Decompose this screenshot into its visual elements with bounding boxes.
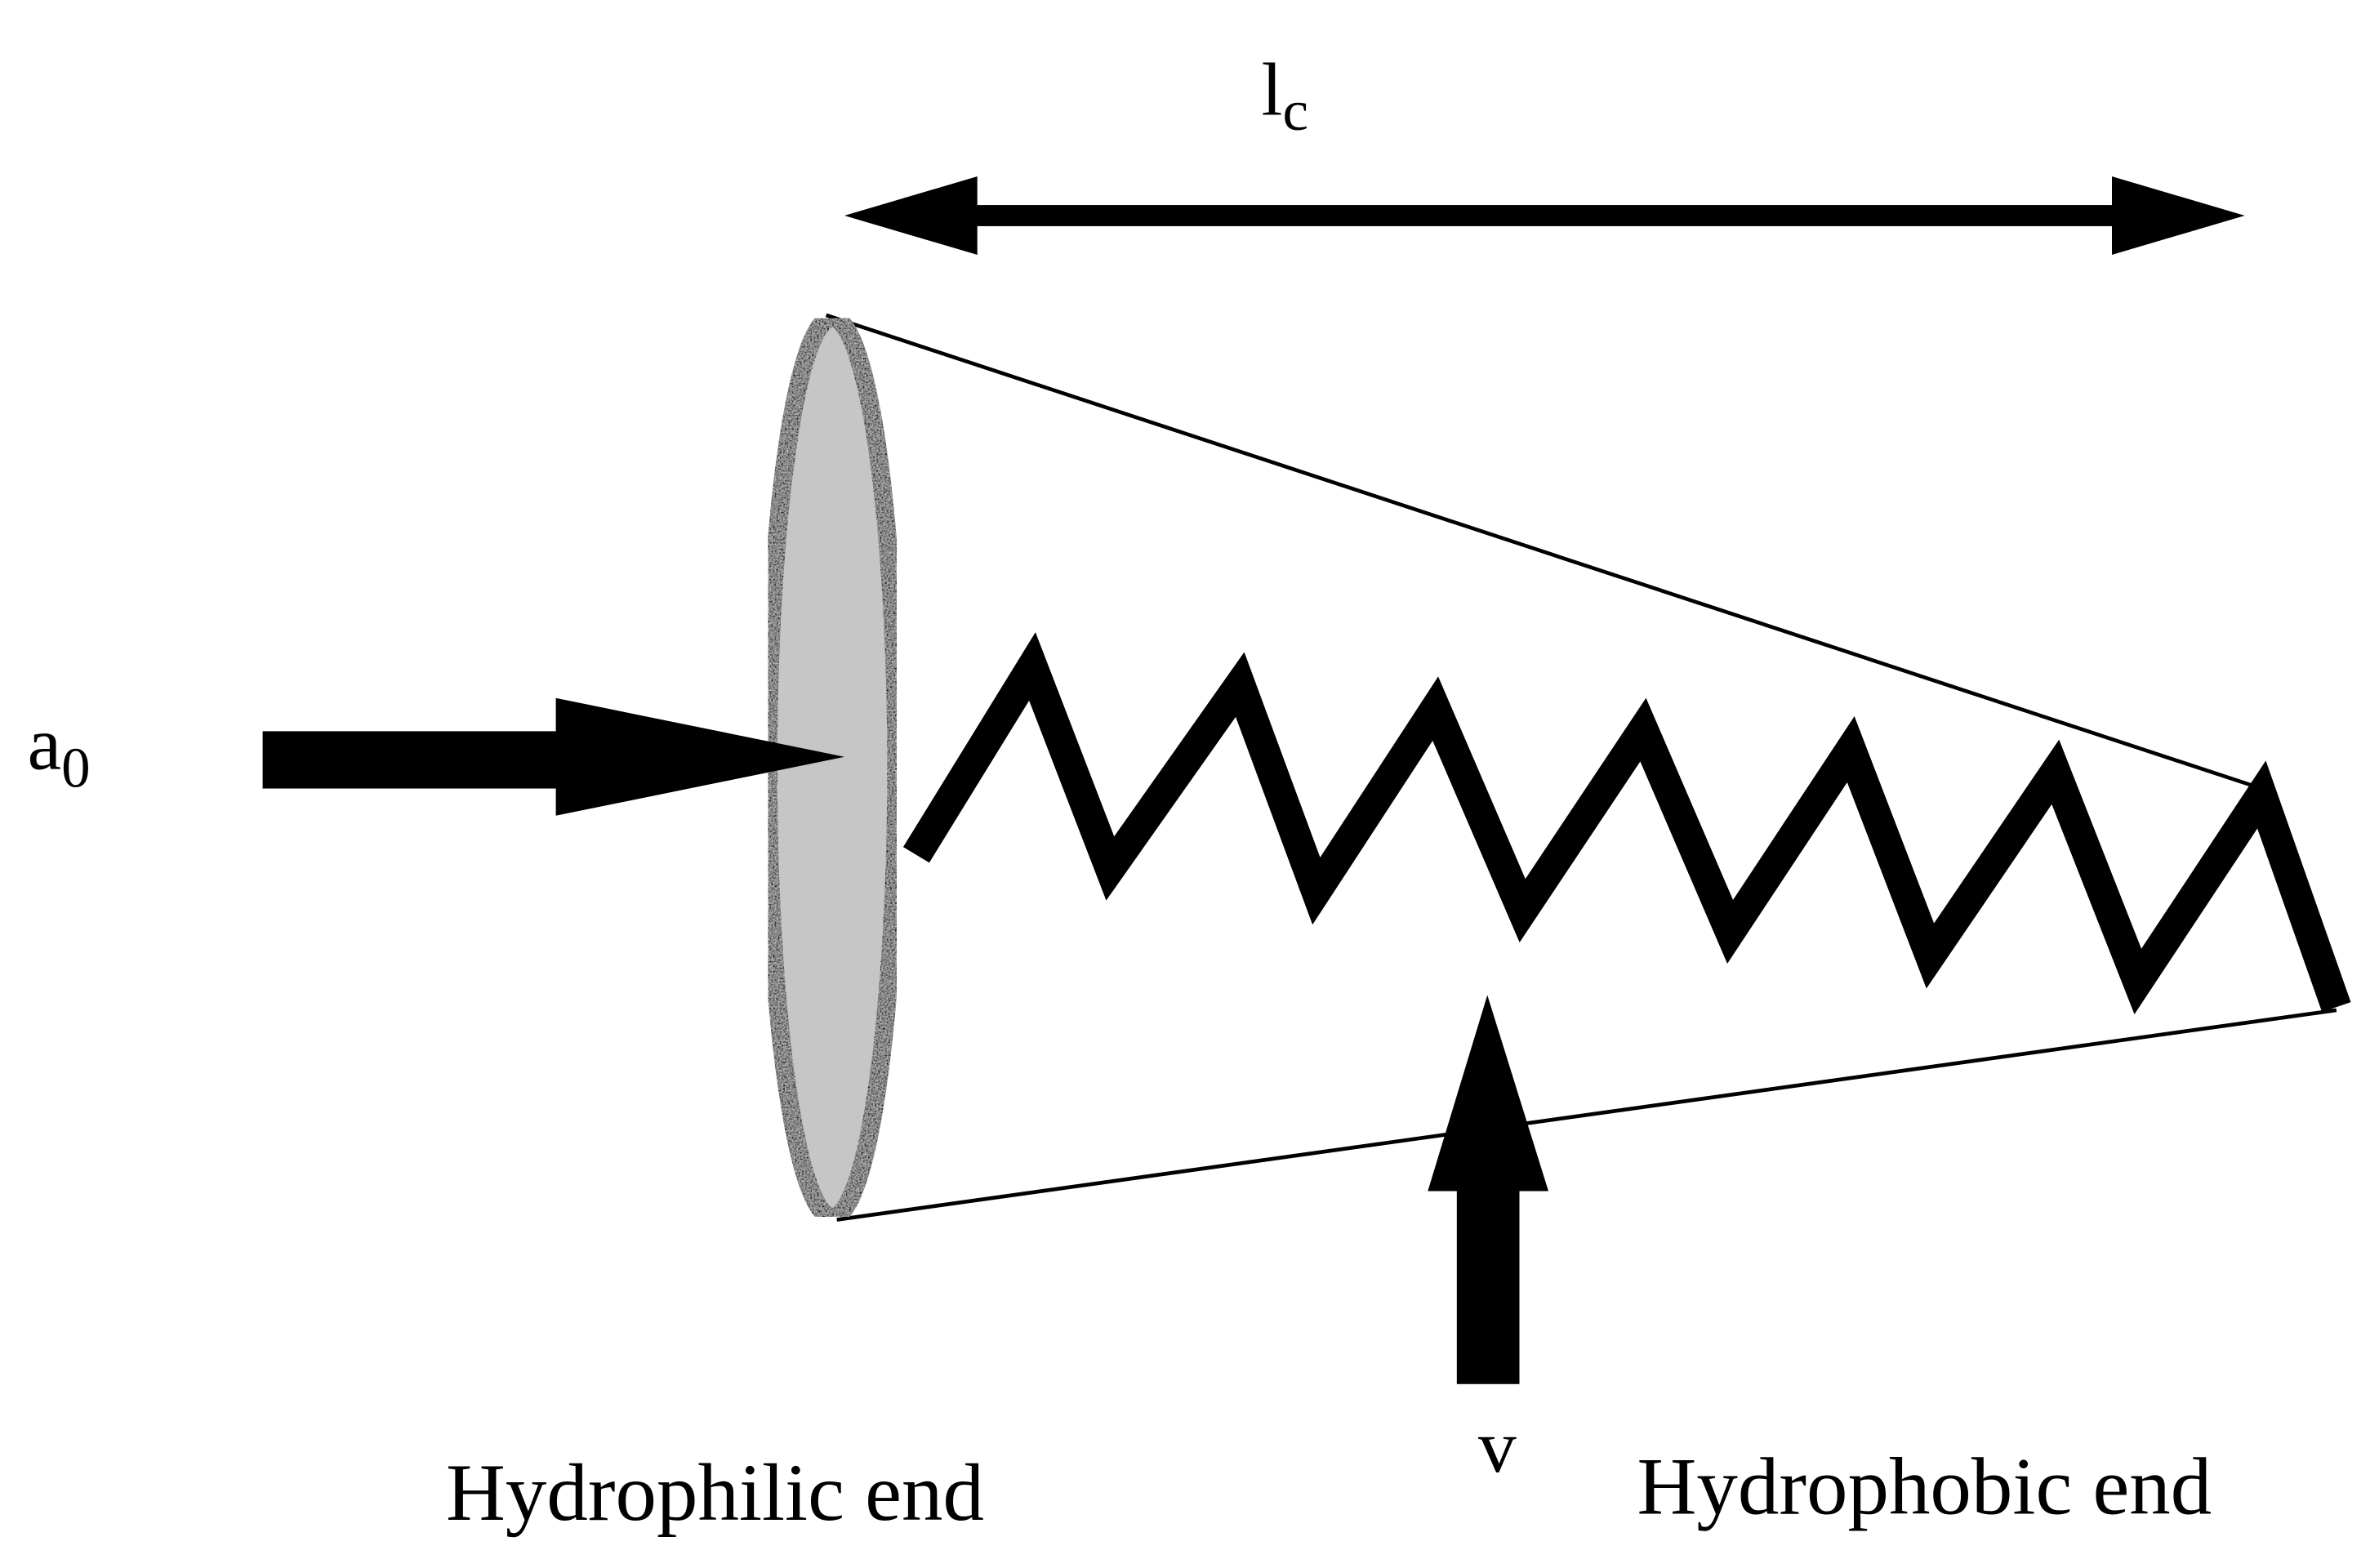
area-symbol: a (28, 702, 61, 786)
hydrophilic-end-label: Hydrophilic end (446, 1447, 984, 1537)
hydrophobic-end-label: Hydrophobic end (1637, 1441, 2212, 1531)
area-subscript: 0 (61, 737, 91, 800)
cone-outline (825, 313, 2337, 1222)
length-subscript: c (1282, 79, 1308, 143)
length-symbol: l (1261, 48, 1282, 131)
volume-arrow (1428, 995, 1549, 1384)
area-label: a0 (28, 702, 91, 800)
length-label: lc (1261, 48, 1308, 143)
hydrocarbon-tail-zigzag (902, 632, 2351, 1015)
area-arrow (262, 697, 845, 816)
length-double-arrow (844, 176, 2245, 255)
volume-label: v (1478, 1405, 1517, 1488)
